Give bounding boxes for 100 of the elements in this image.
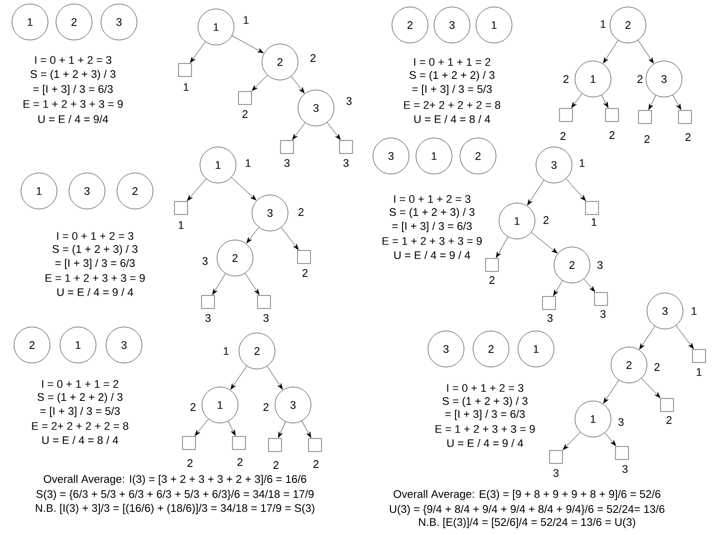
depth-label: 2: [238, 458, 243, 466]
equation-line: E = 2+ 2 + 2 + 2 = 8: [404, 101, 500, 109]
arrow: [291, 76, 305, 94]
depth-label: 1: [696, 368, 702, 376]
depth-label: 3: [263, 314, 269, 322]
arrow: [280, 227, 299, 250]
equation-line: U = E / 4 = 9 / 4: [394, 250, 470, 260]
leaf-square: [174, 201, 188, 215]
arrow: [228, 421, 236, 436]
depth-label: 3: [284, 159, 290, 167]
equation-line: = [I + 3] / 3 = 5/3: [412, 84, 492, 96]
arrow: [302, 420, 312, 438]
depth-label: 1: [692, 307, 697, 315]
equation-line: E = 1 + 2 + 3 + 3 = 9: [382, 237, 482, 245]
depth-label: 2: [302, 269, 308, 277]
equation-line: = [I + 3] / 3 = 6/3: [33, 84, 113, 96]
depth-label: 2: [298, 208, 304, 216]
depth-label: 1: [178, 221, 184, 229]
arrow: [244, 272, 260, 295]
depth-label: 3: [202, 257, 208, 265]
leaf-square: [308, 438, 322, 452]
depth-label: 2: [638, 75, 642, 83]
leaf-square: [585, 201, 599, 215]
leaf-square: [232, 436, 246, 450]
equation-line: I = 0 + 1 + 2 = 3: [57, 232, 134, 240]
depth-label: 1: [592, 218, 597, 226]
equation-line: S = (1 + 2 + 2) / 3: [38, 392, 122, 404]
arrow: [676, 325, 694, 350]
equation-line: E = 1 + 2 + 3 + 3 = 9: [24, 100, 123, 108]
summary-line: U(3) = {9/4 + 8/4 + 9/4 + 9/4 + 8/4 + 9/4}/6 = 52/24= 13/6: [390, 504, 664, 516]
equation-line: = [I + 3] / 3 = 6/3: [55, 258, 135, 270]
leaf-square: [559, 108, 573, 122]
leaf-square: [201, 295, 215, 309]
arrow: [326, 122, 341, 140]
arrow: [641, 378, 660, 398]
depth-label: 3: [547, 314, 553, 322]
equation-line: E = 1 + 2 + 3 + 3 = 9: [46, 274, 145, 282]
depth-label: 3: [597, 261, 603, 269]
depth-label: 1: [224, 347, 229, 355]
leaf-square: [615, 446, 629, 460]
depth-label: 2: [274, 461, 279, 469]
leaf-square: [678, 110, 692, 124]
arrow: [603, 40, 618, 64]
depth-label: 2: [560, 132, 566, 140]
equation-line: S = (1 + 2 + 2) / 3: [410, 70, 494, 82]
leaf-square: [238, 91, 252, 105]
leaf-square: [485, 258, 499, 272]
depth-label: 2: [314, 460, 318, 468]
arrow: [232, 36, 264, 54]
depth-label: 2: [564, 75, 568, 83]
summary-line: S(3) = {6/3 + 5/3 + 6/3 + 6/3 + 5/3 + 6/3}/6 = 34/18 = 17/9: [36, 490, 314, 500]
equation-line: I = 0 + 1 + 2 = 3: [447, 384, 524, 392]
leaf-square: [605, 108, 619, 122]
leaf-square: [182, 436, 196, 450]
arrow: [584, 278, 596, 292]
arrow: [246, 227, 260, 244]
depth-label: 2: [310, 54, 316, 62]
equation-line: U = E / 4 = 9/4: [38, 114, 108, 124]
leaf-square: [268, 438, 282, 452]
arrow: [648, 95, 656, 110]
leaf-square: [638, 110, 652, 124]
leaf-square: [549, 450, 563, 464]
depth-label: 1: [580, 159, 585, 167]
equation-line: S = (1 + 2 + 3) / 3: [30, 70, 116, 80]
arrow: [571, 93, 582, 108]
equation-line: I = 0 + 1 + 1 = 2: [42, 380, 118, 388]
leaf-square: [339, 140, 353, 154]
depth-label: 2: [264, 403, 269, 411]
arrow: [266, 366, 283, 390]
arrow: [231, 177, 256, 200]
equation-line: U = E / 4 = 9 / 4: [57, 288, 134, 296]
leaf-square: [660, 398, 674, 412]
arrow: [527, 180, 544, 206]
equation-line: S = (1 + 2 + 3) / 3: [390, 208, 474, 218]
depth-label: 2: [610, 131, 614, 139]
depth-label: 1: [246, 159, 251, 167]
arrow: [292, 122, 306, 140]
arrow: [531, 232, 558, 254]
depth-label: 1: [184, 83, 189, 91]
equation-line: = [I + 3] / 3 = 6/3: [392, 222, 472, 232]
equation-line: = [I + 3] / 3 = 5/3: [40, 406, 120, 418]
arrow: [638, 40, 654, 64]
equation-line: S = (1 + 2 + 3) / 3: [442, 396, 528, 408]
depth-label: 2: [686, 133, 690, 141]
leaf-square: [542, 296, 556, 310]
leaf-square: [297, 250, 311, 264]
depth-label: 3: [622, 465, 628, 473]
arrow: [230, 366, 247, 390]
arrow: [278, 421, 286, 438]
depth-label: 1: [600, 20, 606, 28]
arrow: [190, 42, 206, 63]
equation-line: I = 0 + 1 + 1 = 2: [414, 58, 490, 66]
summary-line: N.B. [I(3) + 3]/3 = [(16/6) + (18/6)]/3 = 34/18 = 17/9 = S(3): [36, 504, 314, 514]
depth-label: 2: [190, 403, 196, 411]
equation-line: U = E / 4 = 8 / 4: [414, 114, 490, 124]
depth-label: 2: [644, 135, 650, 143]
summary-line: Overall Average: I(3) = [3 + 2 + 3 + 3 + 2 + 3]/6 = 16/6: [44, 474, 306, 486]
depth-label: 2: [654, 363, 660, 371]
equation-line: S = (1 + 2 + 3) / 3: [52, 244, 138, 256]
arrow: [639, 326, 656, 350]
